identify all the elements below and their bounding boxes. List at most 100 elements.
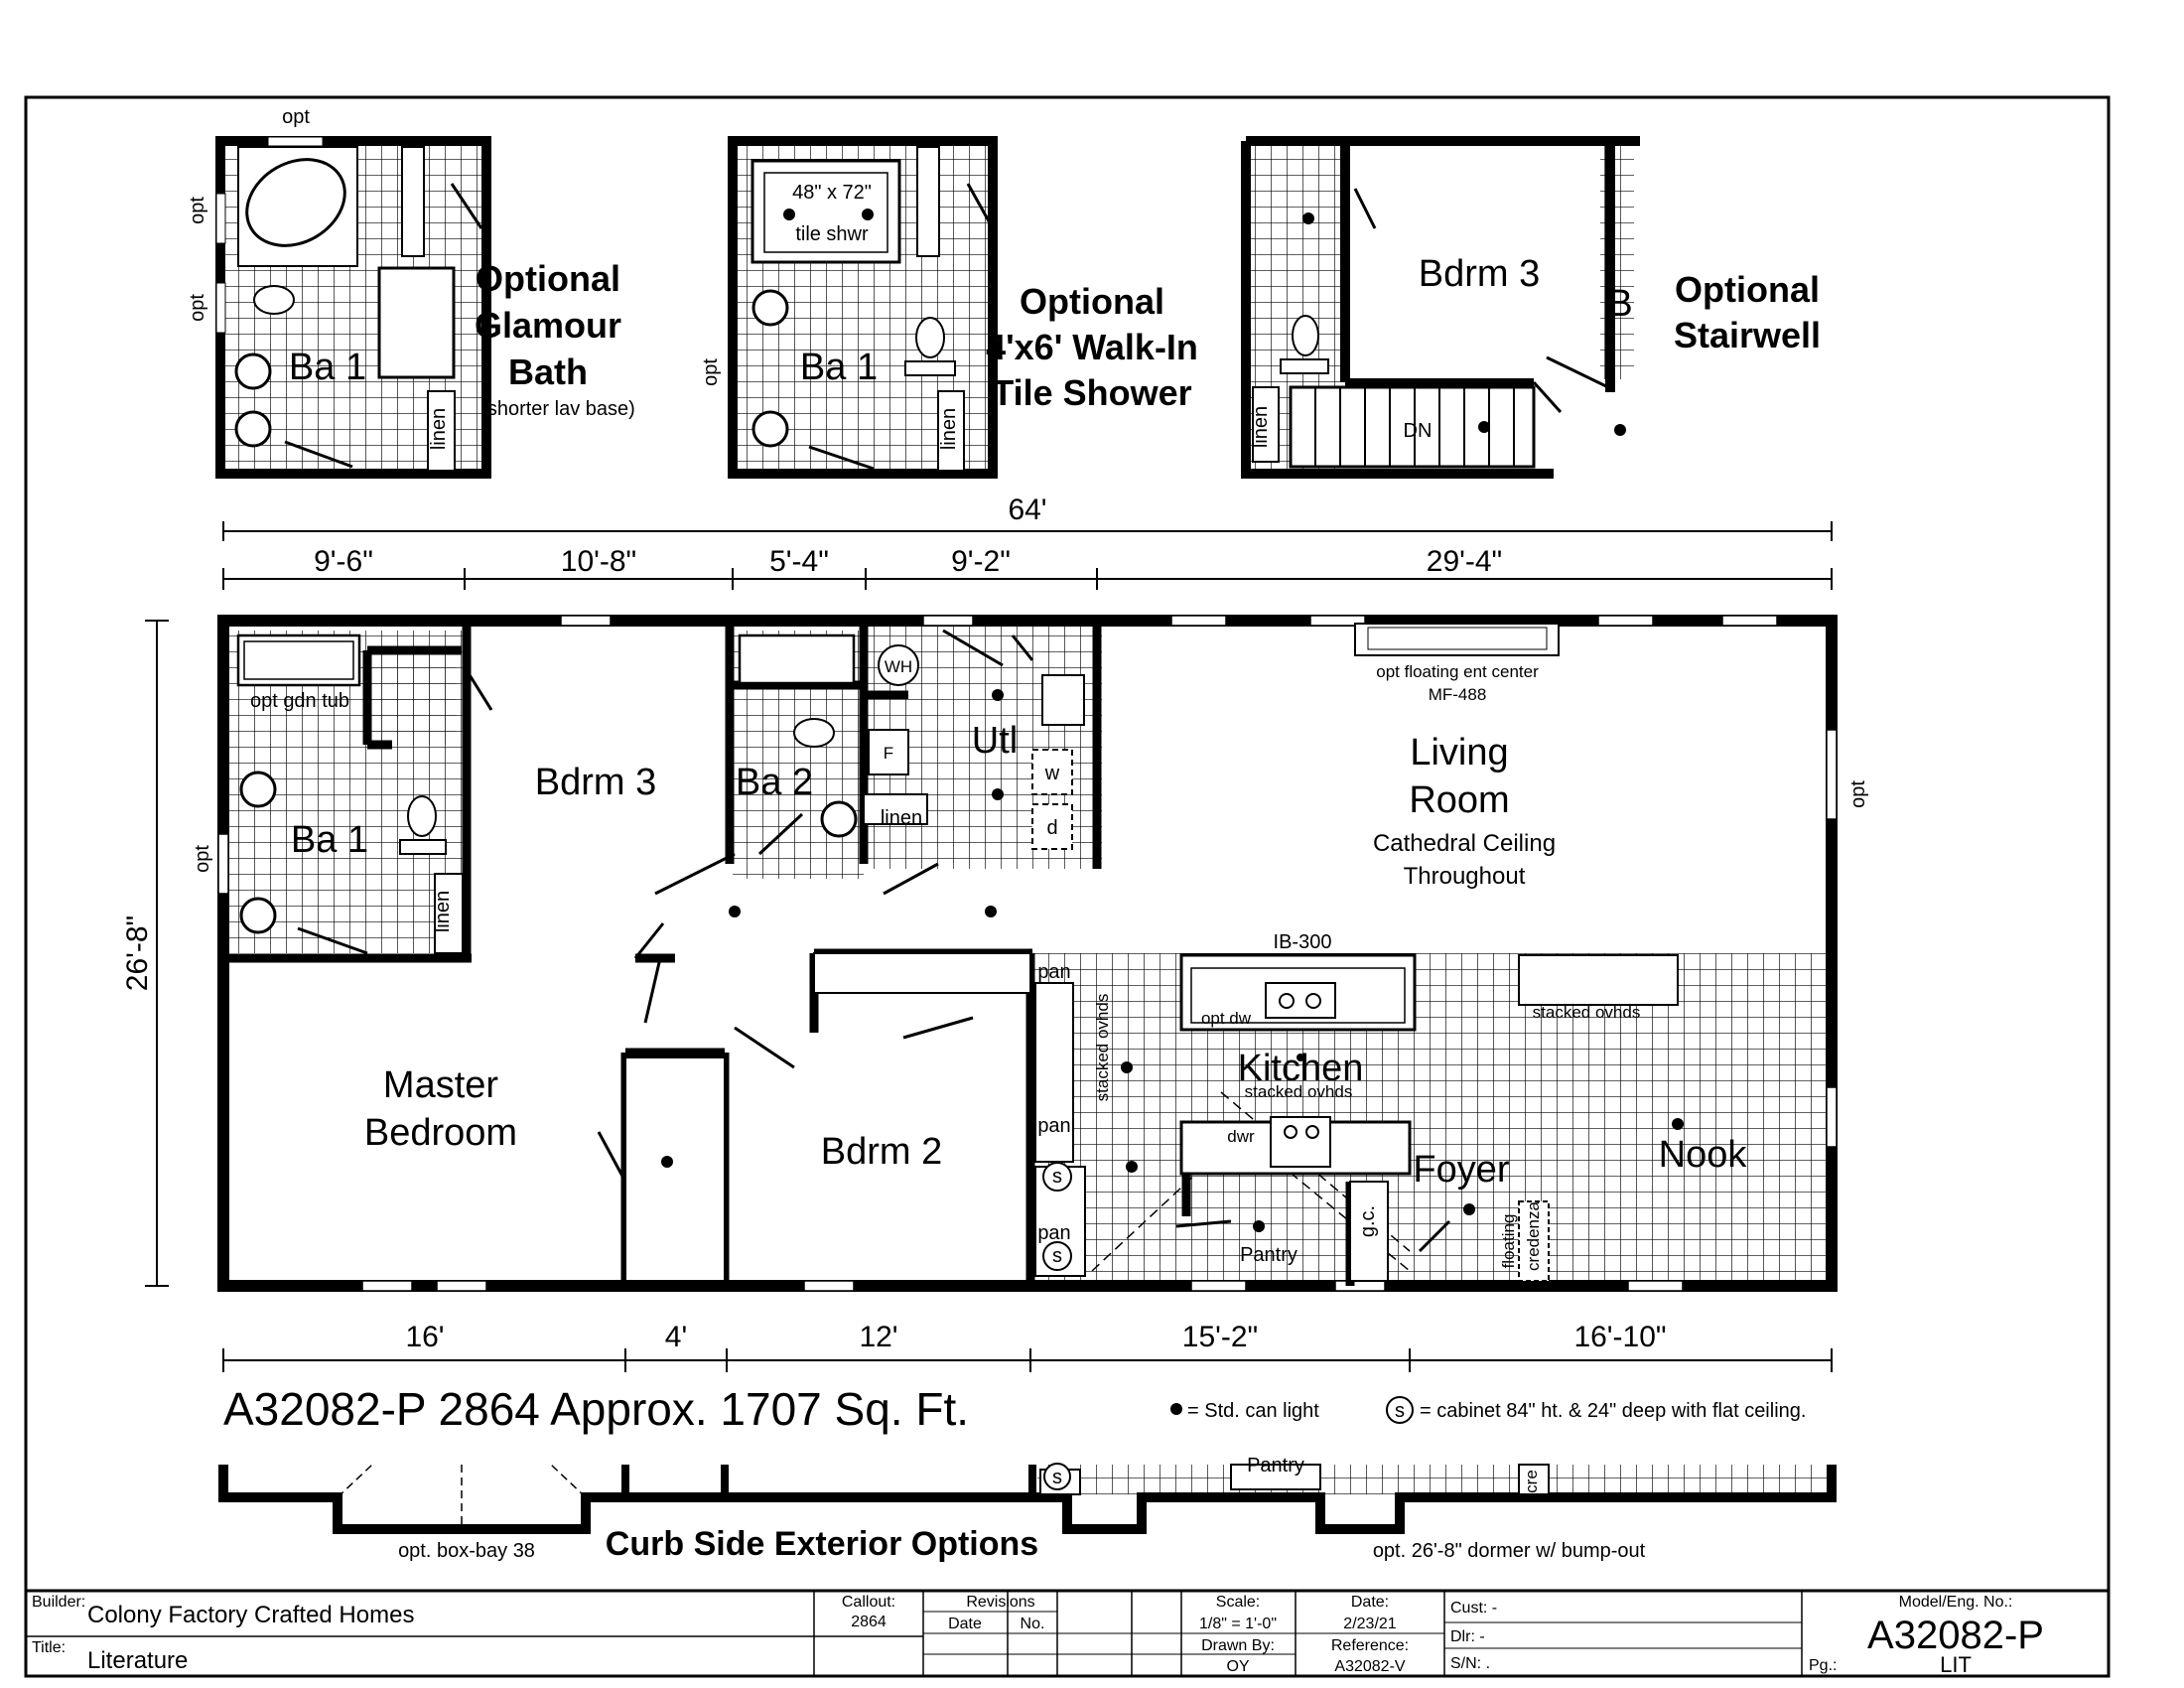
foyer-label: Foyer: [1413, 1149, 1509, 1191]
dim-bottom-5: 16'-10": [1573, 1321, 1666, 1353]
stairwell-option: [1241, 136, 1640, 479]
dim-bottom-3: 12': [859, 1321, 897, 1353]
stair-b-label: B: [1607, 283, 1632, 325]
dim-bottom-4: 15'-2": [1182, 1321, 1258, 1353]
walkin-ba-label: Ba 1: [800, 347, 878, 388]
dim-overall: 64': [1008, 493, 1046, 526]
living-label-3: Cathedral Ceiling: [1373, 830, 1556, 857]
legend-cabinet: = cabinet 84" ht. & 24" deep with flat c…: [1420, 1400, 1806, 1422]
dealer-field: Dlr: -: [1450, 1628, 1485, 1645]
dim-top-5: 29'-4": [1427, 545, 1502, 578]
pan2-label: pan: [1037, 1115, 1070, 1137]
utl-label: Utl: [972, 720, 1018, 762]
dim-top-3: 5'-4": [769, 545, 829, 578]
wh-label: WH: [885, 657, 912, 676]
opt-right-label: opt: [1847, 780, 1869, 808]
ba2-label: Ba 2: [736, 762, 813, 803]
callout-label: Callout:: [842, 1594, 895, 1611]
title-block: [26, 1589, 2109, 1676]
drawn-by-value: OY: [1226, 1658, 1249, 1675]
floating-label: floating: [1499, 1214, 1518, 1269]
exterior-s-letter: s: [1052, 1467, 1062, 1488]
revision-no-col: No.: [1021, 1616, 1045, 1632]
walkin-title-2: 4'x6' Walk-In: [986, 327, 1198, 367]
title-field-label: Title:: [32, 1639, 66, 1656]
pan1-label: pan: [1037, 961, 1070, 983]
walkin-shower-option: [728, 136, 998, 479]
walkin-title-3: Tile Shower: [992, 372, 1191, 413]
gdn-tub-label: opt gdn tub: [250, 690, 349, 712]
page-value: LIT: [1940, 1652, 1972, 1677]
pan3-label: pan: [1037, 1222, 1070, 1244]
legend-can-light: = Std. can light: [1187, 1400, 1319, 1422]
walkin-shower-size: 48" x 72": [792, 182, 872, 204]
exterior-cre: cre: [1522, 1470, 1541, 1493]
page-label: Pg.:: [1809, 1657, 1837, 1674]
nook-label: Nook: [1659, 1134, 1748, 1176]
reference-label: Reference:: [1331, 1637, 1409, 1654]
glamour-title-3: Bath: [508, 352, 588, 392]
master-label-1: Master: [383, 1064, 498, 1106]
model-value: A32082-P: [1867, 1614, 2044, 1657]
stacked-ovhds-3: stacked ovhds: [1245, 1082, 1353, 1101]
dim-bottom-1: 16': [405, 1321, 444, 1353]
master-label-2: Bedroom: [364, 1112, 517, 1154]
stair-bdrm-label: Bdrm 3: [1419, 253, 1540, 295]
box-bay-label: opt. box-bay 38: [398, 1540, 535, 1562]
customer-field: Cust: -: [1450, 1600, 1497, 1617]
credenza-label: credenza: [1524, 1200, 1543, 1270]
date-label: Date:: [1351, 1594, 1389, 1611]
dimension-lines: [145, 521, 1833, 1372]
builder-field-label: Builder:: [32, 1594, 85, 1611]
dim-bottom-2: 4': [665, 1321, 687, 1353]
revisions-label: Revisions: [966, 1594, 1034, 1611]
stair-title-2: Stairwell: [1674, 315, 1821, 355]
pantry-label: Pantry: [1240, 1244, 1297, 1266]
glamour-bath-option: [215, 136, 491, 479]
glamour-linen: linen: [428, 408, 450, 450]
exterior-options-strip: [218, 1464, 1837, 1534]
walkin-title-1: Optional: [1020, 281, 1164, 322]
d-label: d: [1046, 817, 1057, 839]
revision-date-col: Date: [948, 1616, 982, 1632]
linen2-label: linen: [881, 807, 922, 829]
dwr-label: dwr: [1227, 1127, 1255, 1146]
model-label: Model/Eng. No.:: [1899, 1594, 2013, 1611]
exterior-s-symbol: [1043, 1463, 1071, 1490]
dim-depth: 26'-8": [121, 915, 154, 991]
walkin-shower-tile: tile shwr: [795, 223, 869, 245]
glamour-opt-left2: opt: [187, 294, 208, 322]
main-floor-plan: [217, 615, 1838, 1292]
sheet-border: [24, 95, 2111, 1678]
living-label-4: Throughout: [1404, 863, 1526, 890]
dim-top-2: 10'-8": [561, 545, 636, 578]
opt-dw-label: opt dw: [1201, 1009, 1252, 1028]
opt-left-label: opt: [192, 845, 213, 873]
stair-dn-label: DN: [1404, 420, 1433, 442]
s-symbol-1: s: [1052, 1166, 1062, 1188]
stacked-ovhds-2: stacked ovhds: [1093, 994, 1112, 1102]
f-label: F: [884, 744, 893, 763]
ib-label: IB-300: [1274, 931, 1332, 953]
stair-linen: linen: [1250, 406, 1272, 448]
serial-field: S/N: .: [1450, 1655, 1490, 1672]
reference-value: A32082-V: [1334, 1658, 1405, 1675]
walkin-opt-left: opt: [700, 358, 722, 386]
title-value: Literature: [87, 1647, 188, 1674]
glamour-title-1: Optional: [476, 258, 620, 299]
s-symbol-2: s: [1052, 1245, 1062, 1267]
callout-value: 2864: [851, 1614, 887, 1630]
kitchen-label: Kitchen: [1238, 1048, 1364, 1089]
dim-top-1: 9'-6": [314, 545, 373, 578]
date-value: 2/23/21: [1343, 1616, 1396, 1632]
bdrm2-label: Bdrm 2: [821, 1131, 942, 1173]
cabinet-symbol-letter: s: [1395, 1400, 1405, 1422]
glamour-note: (shorter lav base): [480, 398, 635, 420]
glamour-opt-left1: opt: [187, 197, 208, 224]
living-label-1: Living: [1410, 732, 1508, 774]
glamour-opt-top: opt: [282, 106, 310, 128]
glamour-ba-label: Ba 1: [289, 347, 366, 388]
can-light-icon: [1170, 1403, 1182, 1415]
stacked-ovhds-1: stacked ovhds: [1533, 1003, 1641, 1022]
